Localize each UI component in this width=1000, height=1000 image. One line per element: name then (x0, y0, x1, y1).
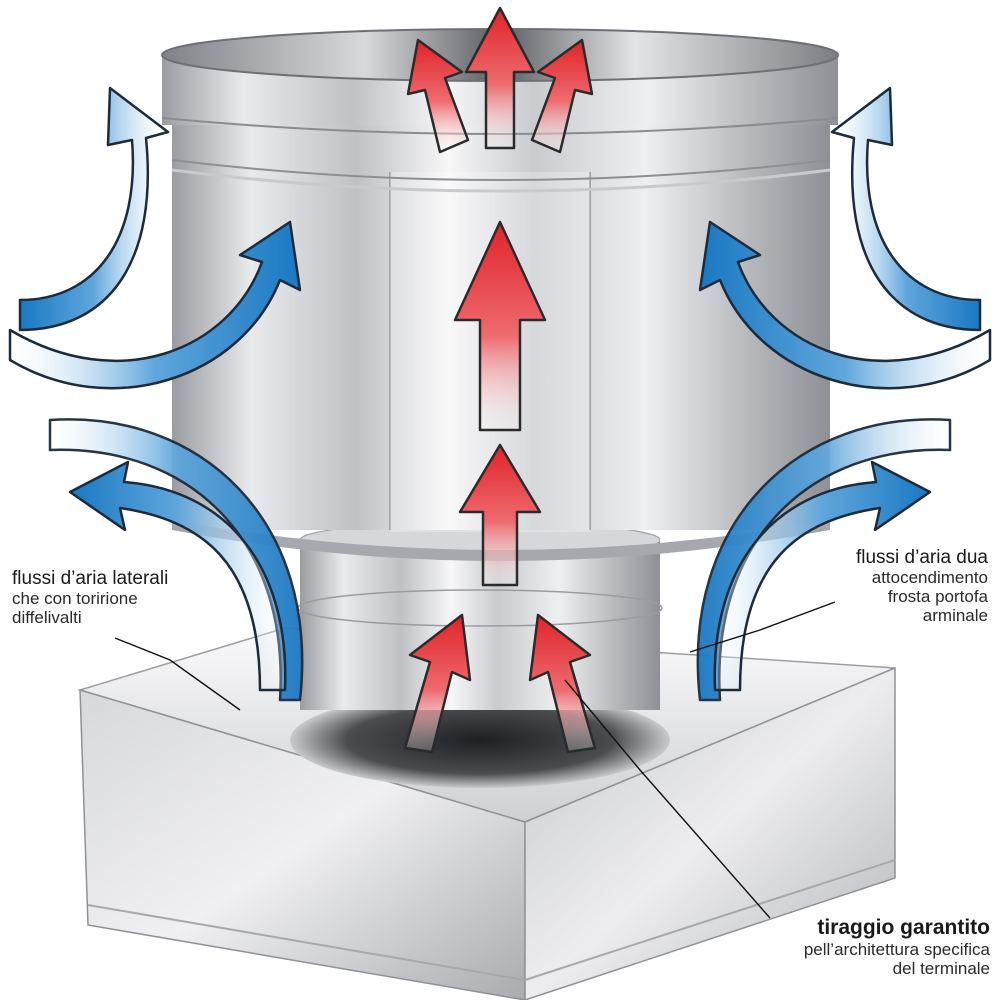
blue-curved-arrow-icon (830, 86, 982, 332)
label-right-line3: frosta portofa (887, 587, 988, 607)
blue-curved-arrow-icon (713, 460, 932, 692)
red-diagonal-arrow-icon (530, 38, 594, 154)
label-right-line2: attocendimento (871, 568, 988, 588)
label-right-airflow: flussi d’aria dua attocendimento frosta … (856, 547, 988, 625)
label-left-line2: che con toririone (12, 589, 138, 609)
red-diagonal-arrow-icon (403, 613, 472, 754)
blue-curved-arrow-icon (48, 418, 304, 702)
red-up-arrow-icon (464, 6, 536, 150)
red-up-arrow-icon (453, 220, 547, 432)
cold-air-arrows-right (696, 86, 992, 702)
label-lateral-airflow: flussi d’aria laterali che con toririone… (12, 568, 168, 627)
red-diagonal-arrow-icon (528, 613, 597, 754)
red-diagonal-arrow-icon (406, 38, 470, 154)
leader-lines (114, 601, 836, 919)
red-up-arrow-icon (458, 443, 542, 587)
label-right-line1: flussi d’aria dua (855, 547, 988, 568)
cold-air-arrows-left (8, 86, 304, 702)
base-box-right-face (524, 666, 896, 1000)
label-left-line1: flussi d’aria laterali (12, 568, 169, 589)
label-draft-guaranteed: tiraggio garantito pell’architettura spe… (804, 916, 990, 978)
leader-line-right (689, 601, 836, 653)
label-bottom-line2: pell’architettura specifica (803, 939, 990, 959)
label-bottom-line3: del terminale (892, 958, 990, 978)
blue-curved-arrow-icon (698, 220, 992, 390)
hot-air-arrows (403, 6, 597, 754)
blue-curved-arrow-icon (68, 460, 287, 692)
label-left-line3: diffelivalti (12, 608, 82, 628)
label-right-line4: arminale (922, 606, 988, 626)
blue-curved-arrow-icon (18, 86, 170, 332)
leader-line-bottom (564, 679, 771, 919)
label-bottom-line1: tiraggio garantito (817, 916, 990, 939)
blue-curved-arrow-icon (696, 418, 952, 702)
leader-line-left (114, 637, 241, 711)
blue-curved-arrow-icon (8, 220, 302, 390)
